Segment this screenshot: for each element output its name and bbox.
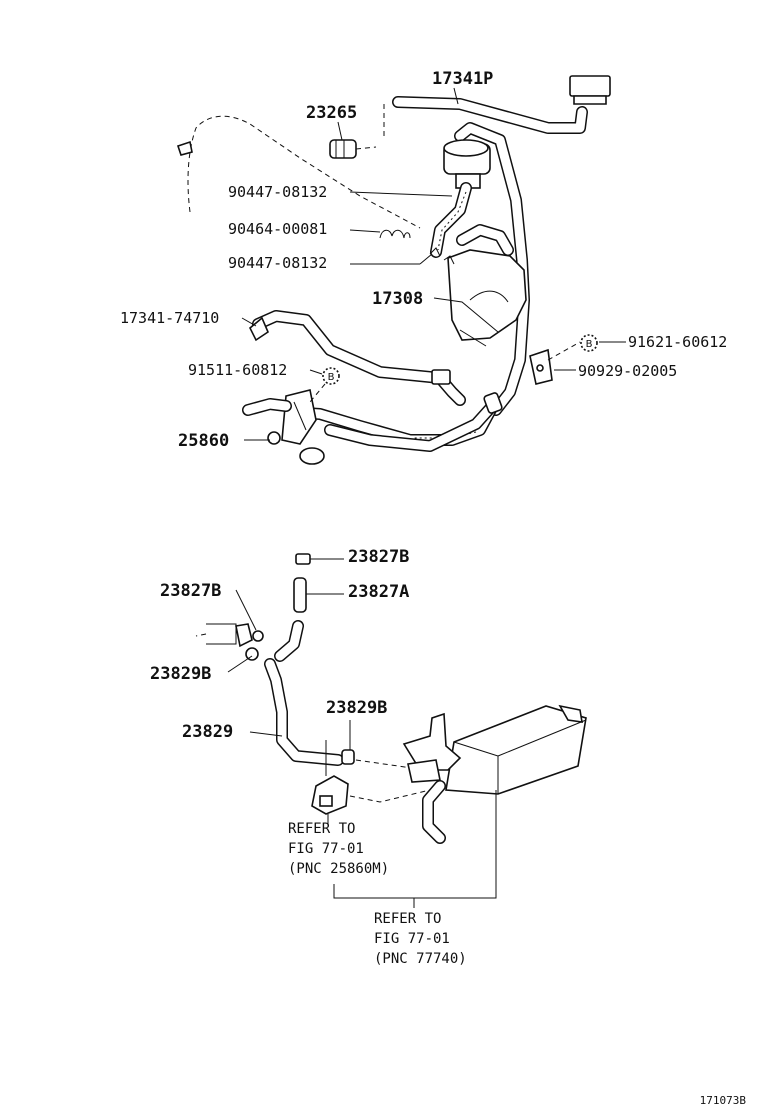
- label-23829B-mid: 23829B: [326, 698, 387, 718]
- label-91511-60812: 91511-60812: [188, 361, 287, 379]
- label-17308: 17308: [372, 289, 423, 309]
- label-90447-08132-a: 90447-08132: [228, 183, 327, 201]
- label-23829: 23829: [182, 722, 233, 742]
- badge-b-left: B: [322, 367, 340, 385]
- refer-note-77740-line-1: REFER TO: [374, 911, 441, 927]
- refer-note-25860M: REFER TO FIG 77-01 (PNC 25860M): [288, 821, 389, 877]
- label-23827B-top: 23827B: [348, 547, 409, 567]
- refer-note-77740-line-2: FIG 77-01: [374, 931, 450, 947]
- label-17341-74710: 17341-74710: [120, 309, 219, 327]
- reference-dashed-line: [187, 115, 421, 229]
- refer-note-25860M-line-1: REFER TO: [288, 821, 355, 837]
- label-90464-00081: 90464-00081: [228, 220, 327, 238]
- label-17341P: 17341P: [432, 69, 493, 89]
- badge-b-right: B: [580, 334, 598, 352]
- vsv-valve-body: [443, 139, 491, 189]
- label-23829B-left: 23829B: [150, 664, 211, 684]
- canister-17308: [447, 249, 527, 347]
- hose-23827A: [293, 577, 344, 613]
- label-91621-60612: 91621-60612: [628, 333, 727, 351]
- clamp-90464-00081: [379, 229, 411, 239]
- clip-23827B-top: [295, 553, 344, 565]
- refer-note-77740-line-3: (PNC 77740): [374, 951, 467, 967]
- label-23827A: 23827A: [348, 582, 409, 602]
- vsv-25860: [242, 389, 325, 465]
- lower-assembly: [195, 553, 587, 908]
- refer-note-77740: REFER TO FIG 77-01 (PNC 77740): [374, 911, 467, 967]
- bracket-90929-02005: [529, 348, 553, 385]
- vsv-25860M: [311, 740, 349, 815]
- label-90929-02005: 90929-02005: [578, 362, 677, 380]
- hose-end-left: [176, 140, 193, 156]
- clip-23829B-mid: [341, 720, 355, 765]
- refer-note-25860M-line-2: FIG 77-01: [288, 841, 364, 857]
- figure-id: 171073B: [700, 1094, 747, 1107]
- label-23827B-left: 23827B: [160, 581, 221, 601]
- union-fitting-23265: [329, 139, 377, 159]
- label-23265: 23265: [306, 103, 357, 123]
- refer-note-25860M-line-3: (PNC 25860M): [288, 861, 389, 877]
- badge-b-right-label: B: [586, 339, 593, 350]
- label-90447-08132-b: 90447-08132: [228, 254, 327, 272]
- pipe-stub-left: [195, 623, 264, 661]
- upper-assembly: B B: [176, 75, 626, 465]
- label-25860: 25860: [178, 431, 229, 451]
- charcoal-canister: [402, 704, 587, 844]
- badge-b-left-label: B: [328, 372, 335, 383]
- vsv-connector: [569, 75, 611, 97]
